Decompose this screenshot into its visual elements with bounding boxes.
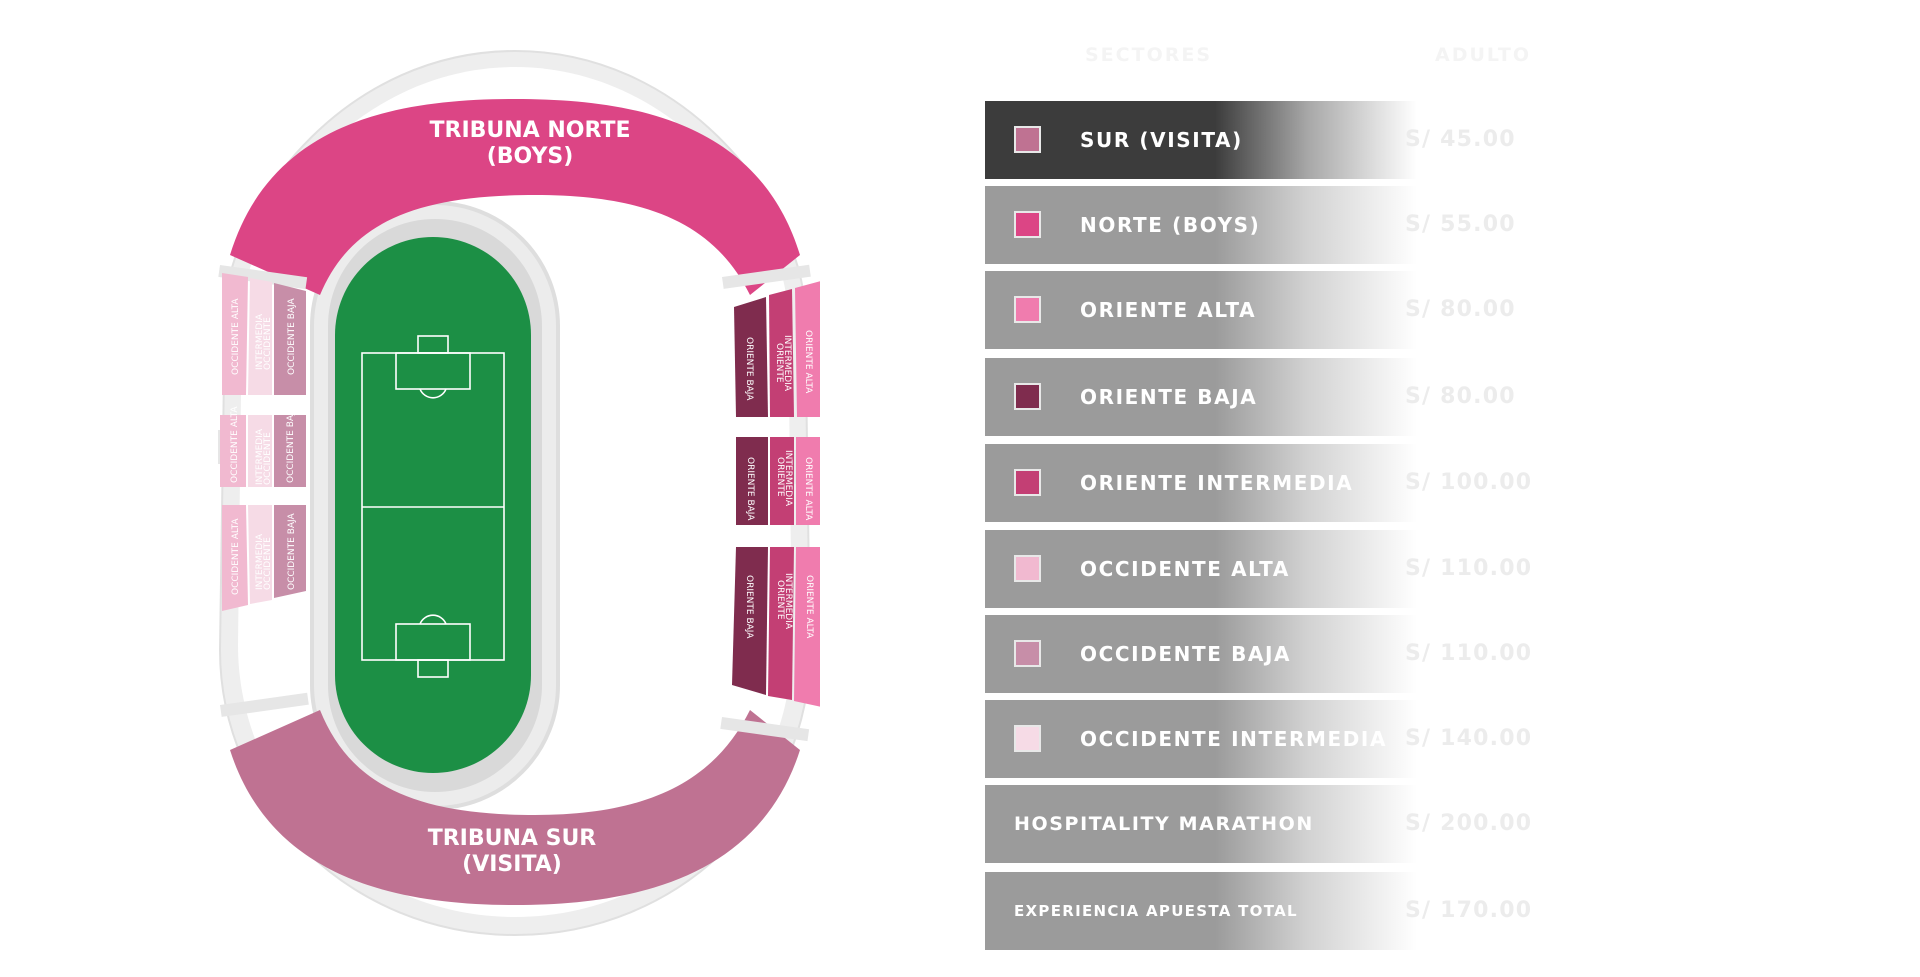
table-row-experiencia-apuesta-total[interactable]: EXPERIENCIA APUESTA TOTAL S/ 170.00 <box>985 872 1635 950</box>
svg-text:ORIENTE BAJA: ORIENTE BAJA <box>744 575 754 639</box>
svg-text:ORIENTE: ORIENTE <box>775 457 785 497</box>
swatch-occidente-baja <box>1014 640 1041 667</box>
table-row-hospitality-marathon[interactable]: HOSPITALITY MARATHON S/ 200.00 <box>985 785 1635 863</box>
row-price: S/ 55.00 <box>1405 212 1516 237</box>
sector-occidente-intermedia-1[interactable] <box>248 278 272 395</box>
svg-text:OCCIDENTE ALTA: OCCIDENTE ALTA <box>231 518 241 595</box>
norte-label-line1: TRIBUNA NORTE <box>430 118 631 143</box>
norte-label-line2: (BOYS) <box>487 144 574 169</box>
sector-occidente-intermedia-3[interactable] <box>248 505 272 604</box>
sector-oriente-intermedia-3[interactable] <box>768 547 794 700</box>
svg-text:OCCIDENTE: OCCIDENTE <box>263 432 273 485</box>
swatch-oriente-baja <box>1014 383 1041 410</box>
row-name: HOSPITALITY MARATHON <box>1014 813 1314 835</box>
sector-oriente-intermedia-1[interactable] <box>769 289 794 417</box>
svg-text:ORIENTE ALTA: ORIENTE ALTA <box>803 330 813 394</box>
swatch-oriente-intermedia <box>1014 469 1041 496</box>
row-price: S/ 80.00 <box>1405 297 1516 322</box>
row-name: NORTE (BOYS) <box>1080 213 1261 237</box>
header-adulto: ADULTO <box>1435 44 1531 66</box>
table-row-occidente-alta[interactable]: OCCIDENTE ALTA S/ 110.00 <box>985 530 1635 608</box>
svg-text:INTERMEDIA: INTERMEDIA <box>255 428 265 485</box>
row-price: S/ 80.00 <box>1405 384 1516 409</box>
table-row-occidente-baja[interactable]: OCCIDENTE BAJA S/ 110.00 <box>985 615 1635 693</box>
pitch-lines <box>361 335 505 678</box>
row-name: OCCIDENTE BAJA <box>1080 642 1292 666</box>
table-row-norte-boys[interactable]: NORTE (BOYS) S/ 55.00 <box>985 186 1635 264</box>
svg-text:ORIENTE BAJA: ORIENTE BAJA <box>745 457 755 521</box>
table-row-occidente-intermedia[interactable]: OCCIDENTE INTERMEDIA S/ 140.00 <box>985 700 1635 778</box>
sur-label-line1: TRIBUNA SUR <box>428 826 597 851</box>
sector-occidente-intermedia-2[interactable] <box>248 415 272 487</box>
svg-text:OCCIDENTE BAJA: OCCIDENTE BAJA <box>287 512 297 590</box>
svg-text:OCCIDENTE BAJA: OCCIDENTE BAJA <box>287 297 297 375</box>
price-table: SECTORES ADULTO SUR (VISITA) S/ 45.00 NO… <box>985 0 1920 977</box>
row-name: ORIENTE ALTA <box>1080 298 1257 322</box>
svg-text:OCCIDENTE ALTA: OCCIDENTE ALTA <box>230 406 240 483</box>
svg-text:ORIENTE ALTA: ORIENTE ALTA <box>803 457 813 521</box>
row-price: S/ 200.00 <box>1405 811 1533 836</box>
sector-occidente-alta-2[interactable] <box>220 415 246 487</box>
svg-text:OCCIDENTE: OCCIDENTE <box>263 537 273 590</box>
table-row-oriente-alta[interactable]: ORIENTE ALTA S/ 80.00 <box>985 271 1635 349</box>
sector-occidente-alta-3[interactable] <box>222 505 248 611</box>
row-name: ORIENTE BAJA <box>1080 385 1258 409</box>
sector-oriente-baja-1[interactable] <box>734 297 768 417</box>
row-name: SUR (VISITA) <box>1080 128 1243 152</box>
sector-tribuna-sur[interactable] <box>230 710 800 905</box>
occidente-sectors <box>220 273 306 611</box>
swatch-sur-visita <box>1014 126 1041 153</box>
sector-oriente-alta-2[interactable] <box>796 437 820 525</box>
svg-text:OCCIDENTE ALTA: OCCIDENTE ALTA <box>231 298 241 375</box>
sector-tribuna-norte[interactable] <box>230 99 800 295</box>
svg-text:INTERMEDIA: INTERMEDIA <box>783 450 793 507</box>
sector-oriente-alta-1[interactable] <box>795 281 820 417</box>
svg-text:INTERMEDIA: INTERMEDIA <box>783 573 793 630</box>
sector-occidente-baja-3[interactable] <box>274 505 306 598</box>
svg-text:OCCIDENTE BAJA: OCCIDENTE BAJA <box>286 405 296 483</box>
swatch-occidente-intermedia <box>1014 725 1041 752</box>
svg-text:INTERMEDIA: INTERMEDIA <box>782 335 792 392</box>
svg-text:ORIENTE: ORIENTE <box>774 343 784 383</box>
sur-label-line2: (VISITA) <box>462 852 562 877</box>
svg-text:ORIENTE: ORIENTE <box>775 580 785 620</box>
svg-text:INTERMEDIA: INTERMEDIA <box>255 313 265 370</box>
row-price: S/ 110.00 <box>1405 641 1533 666</box>
stadium-map: TRIBUNA NORTE (BOYS) TRIBUNA SUR (VISITA… <box>218 49 820 937</box>
sector-oriente-baja-3[interactable] <box>732 547 768 695</box>
sector-occidente-baja-2[interactable] <box>274 415 306 487</box>
table-row-oriente-intermedia[interactable]: ORIENTE INTERMEDIA S/ 100.00 <box>985 444 1635 522</box>
row-price: S/ 140.00 <box>1405 726 1533 751</box>
row-price: S/ 110.00 <box>1405 556 1533 581</box>
sector-occidente-baja-1[interactable] <box>274 283 306 395</box>
row-name: OCCIDENTE ALTA <box>1080 557 1290 581</box>
svg-text:OCCIDENTE: OCCIDENTE <box>263 317 273 370</box>
swatch-oriente-alta <box>1014 296 1041 323</box>
row-name: EXPERIENCIA APUESTA TOTAL <box>1014 902 1298 920</box>
row-name: ORIENTE INTERMEDIA <box>1080 471 1354 495</box>
svg-text:ORIENTE BAJA: ORIENTE BAJA <box>744 337 754 401</box>
header-sectores: SECTORES <box>1085 44 1213 66</box>
sector-occidente-alta-1[interactable] <box>222 273 248 395</box>
row-price: S/ 170.00 <box>1405 898 1533 923</box>
occidente-labels: OCCIDENTE ALTA INTERMEDIA OCCIDENTE OCCI… <box>230 297 297 595</box>
svg-text:INTERMEDIA: INTERMEDIA <box>255 533 265 590</box>
oriente-labels: ORIENTE BAJA ORIENTE INTERMEDIA ORIENTE … <box>744 330 814 639</box>
table-row-oriente-baja[interactable]: ORIENTE BAJA S/ 80.00 <box>985 358 1635 436</box>
table-row-sur-visita[interactable]: SUR (VISITA) S/ 45.00 <box>985 101 1635 179</box>
row-name: OCCIDENTE INTERMEDIA <box>1080 727 1388 751</box>
oriente-sectors <box>732 281 820 707</box>
sector-oriente-baja-2[interactable] <box>736 437 768 525</box>
sector-oriente-intermedia-2[interactable] <box>770 437 794 525</box>
row-price: S/ 45.00 <box>1405 127 1516 152</box>
row-price: S/ 100.00 <box>1405 470 1533 495</box>
sector-oriente-alta-3[interactable] <box>794 547 820 707</box>
football-pitch <box>335 237 531 773</box>
swatch-occidente-alta <box>1014 555 1041 582</box>
swatch-norte-boys <box>1014 211 1041 238</box>
svg-text:ORIENTE ALTA: ORIENTE ALTA <box>804 575 814 639</box>
